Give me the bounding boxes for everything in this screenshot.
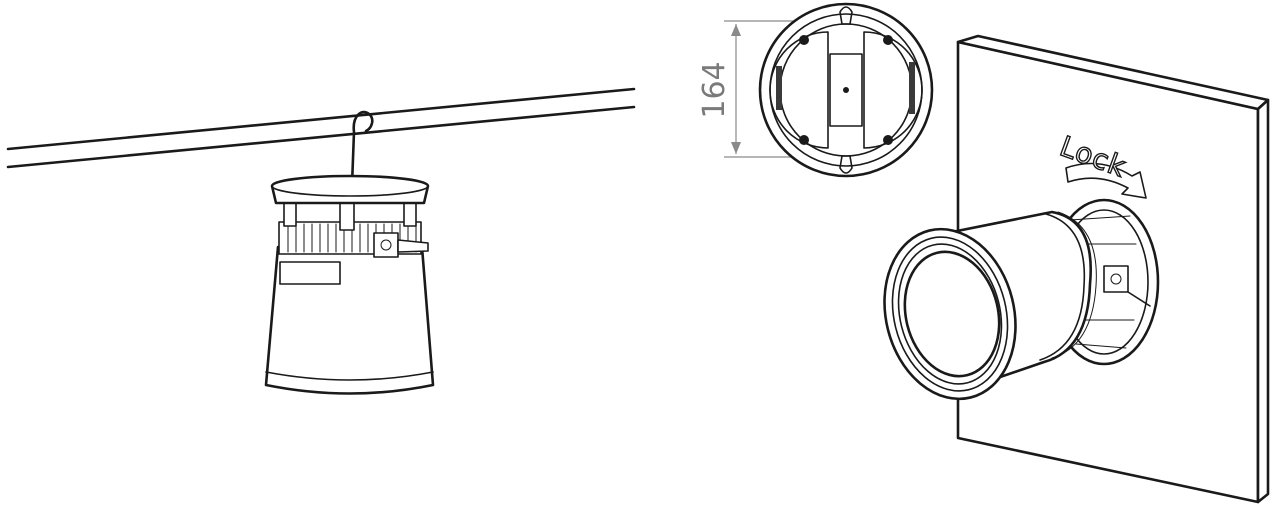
hanging-device-body <box>264 174 435 395</box>
hanging-device-illustration <box>6 87 636 395</box>
lock-rotation-indicator: Lock <box>1055 129 1147 199</box>
wall-mounted-device-illustration: Lock <box>883 34 1270 504</box>
rail <box>6 87 636 169</box>
dimension-indicator: 164 <box>697 20 846 158</box>
dimension-label: 164 <box>697 61 732 118</box>
mounted-device-body <box>883 210 1097 401</box>
base-plate-top-view: 164 <box>697 2 934 178</box>
hanger-hook <box>350 110 374 187</box>
